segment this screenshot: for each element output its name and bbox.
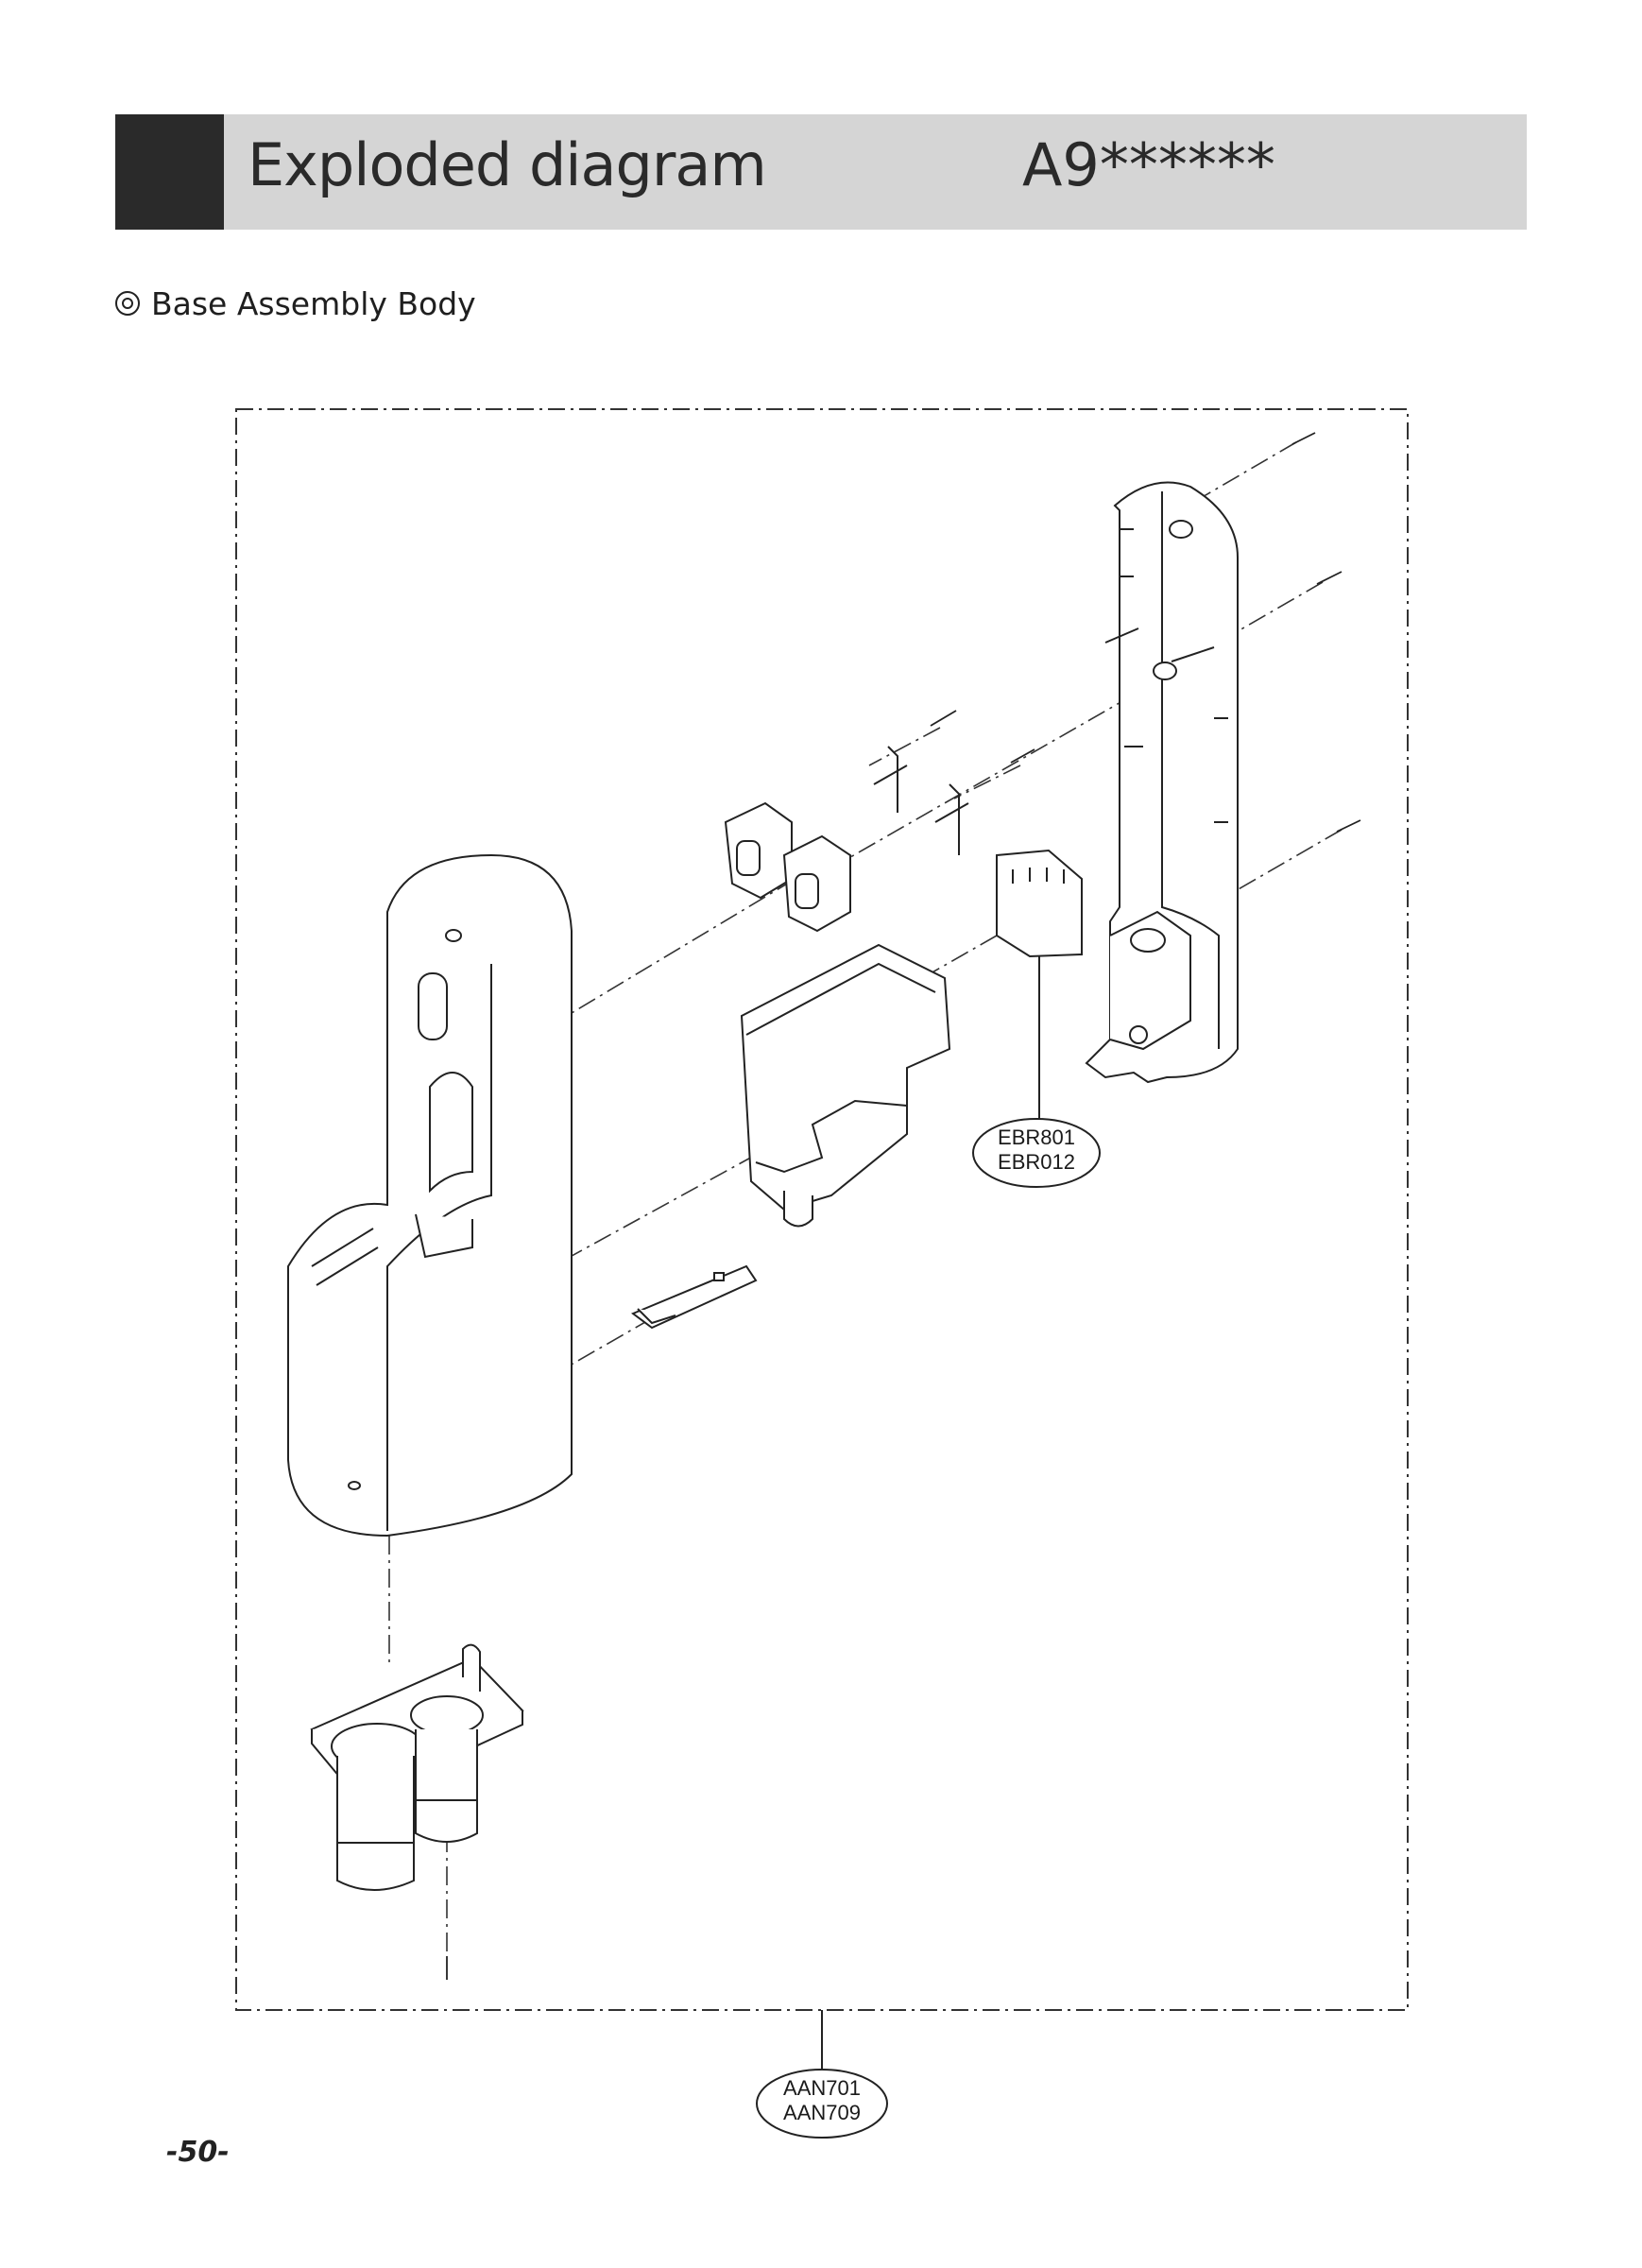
assembly-callout: AAN701 AAN709 bbox=[756, 2010, 888, 2139]
section-title: Base Assembly Body bbox=[151, 285, 476, 322]
pcb-part bbox=[996, 849, 1083, 1120]
page-number: -50- bbox=[166, 2136, 230, 2169]
model-code: A9****** bbox=[1022, 130, 1275, 199]
screw-part bbox=[446, 432, 1361, 1980]
base-housing-part bbox=[287, 853, 573, 1538]
rear-panel-part bbox=[1085, 481, 1239, 1084]
assembly-callout-line-2: AAN709 bbox=[783, 2101, 861, 2124]
terminal-part bbox=[873, 746, 969, 855]
header-accent-block bbox=[115, 114, 224, 230]
cup-holder-part bbox=[310, 1643, 524, 1891]
pcb-callout: EBR801 EBR012 bbox=[972, 1118, 1101, 1188]
assembly-boundary bbox=[235, 408, 1409, 2011]
double-circle-icon bbox=[115, 291, 140, 316]
inner-frame-part bbox=[740, 943, 951, 1228]
pcb-callout-line-2: EBR012 bbox=[998, 1150, 1075, 1174]
header-band bbox=[115, 114, 1527, 230]
section-heading: Base Assembly Body bbox=[115, 285, 476, 322]
pcb-callout-line-1: EBR801 bbox=[998, 1125, 1075, 1149]
key-plate-part bbox=[631, 1264, 758, 1330]
switch-module-part bbox=[724, 801, 851, 933]
assembly-callout-line-1: AAN701 bbox=[783, 2076, 861, 2100]
page-title: Exploded diagram bbox=[248, 130, 767, 199]
